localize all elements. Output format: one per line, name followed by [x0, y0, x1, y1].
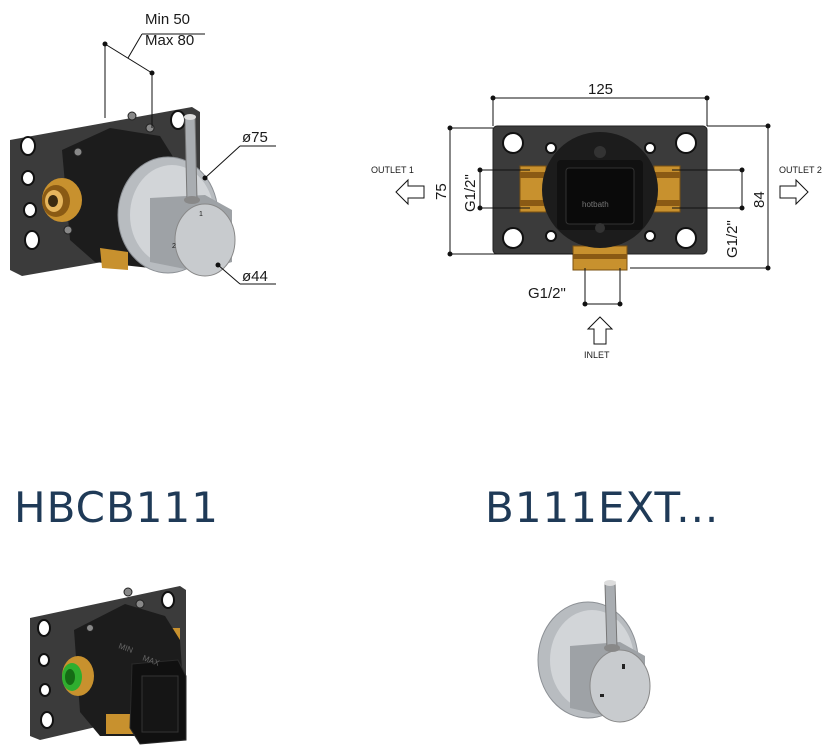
outer-diameter-label: ø75	[242, 129, 268, 146]
mark-2: 2	[172, 243, 176, 250]
height-outer-label: 84	[751, 191, 768, 208]
max-depth-label: Max 80	[145, 32, 194, 49]
width-label: 125	[588, 81, 613, 98]
mark-1: 1	[199, 211, 203, 218]
inlet-arrow	[586, 316, 614, 345]
fs-lever	[604, 581, 618, 651]
min-depth-label: Min 50	[145, 11, 190, 28]
outlet-right-label: OUTLET 2	[779, 165, 822, 175]
outlet-left-label: OUTLET 1	[371, 165, 414, 175]
thread-left-label: G1/2"	[462, 174, 479, 212]
thread-bottom-label: G1/2"	[528, 285, 566, 302]
bottom-brass-connector	[100, 248, 128, 270]
lever	[184, 115, 198, 203]
height-inner-label: 75	[433, 183, 450, 200]
brand-label: hotbath	[582, 200, 609, 209]
depth-dimension	[104, 33, 205, 128]
outlet-left-arrow	[395, 178, 425, 206]
finishing-set-drawing	[537, 580, 651, 723]
product-title-left: HBCB111	[14, 483, 219, 532]
outlet-right-arrow	[779, 178, 809, 206]
thread-right-label: G1/2"	[724, 220, 741, 258]
product-title-right: B111EXT...	[485, 483, 720, 532]
inlet-label: INLET	[584, 350, 610, 360]
inner-diameter-label: ø44	[242, 268, 268, 285]
front-view-drawing: hotbath 125 84 75	[371, 81, 822, 360]
screws	[63, 111, 155, 235]
left-brass-connector	[42, 178, 82, 222]
valve-3d-drawing: 1 2 Min 50 Max 80 ø75 ø44	[10, 11, 276, 285]
built-in-body-drawing: MIN MAX	[30, 586, 187, 745]
knob-face	[174, 203, 236, 277]
fs-knob-face	[589, 649, 651, 723]
